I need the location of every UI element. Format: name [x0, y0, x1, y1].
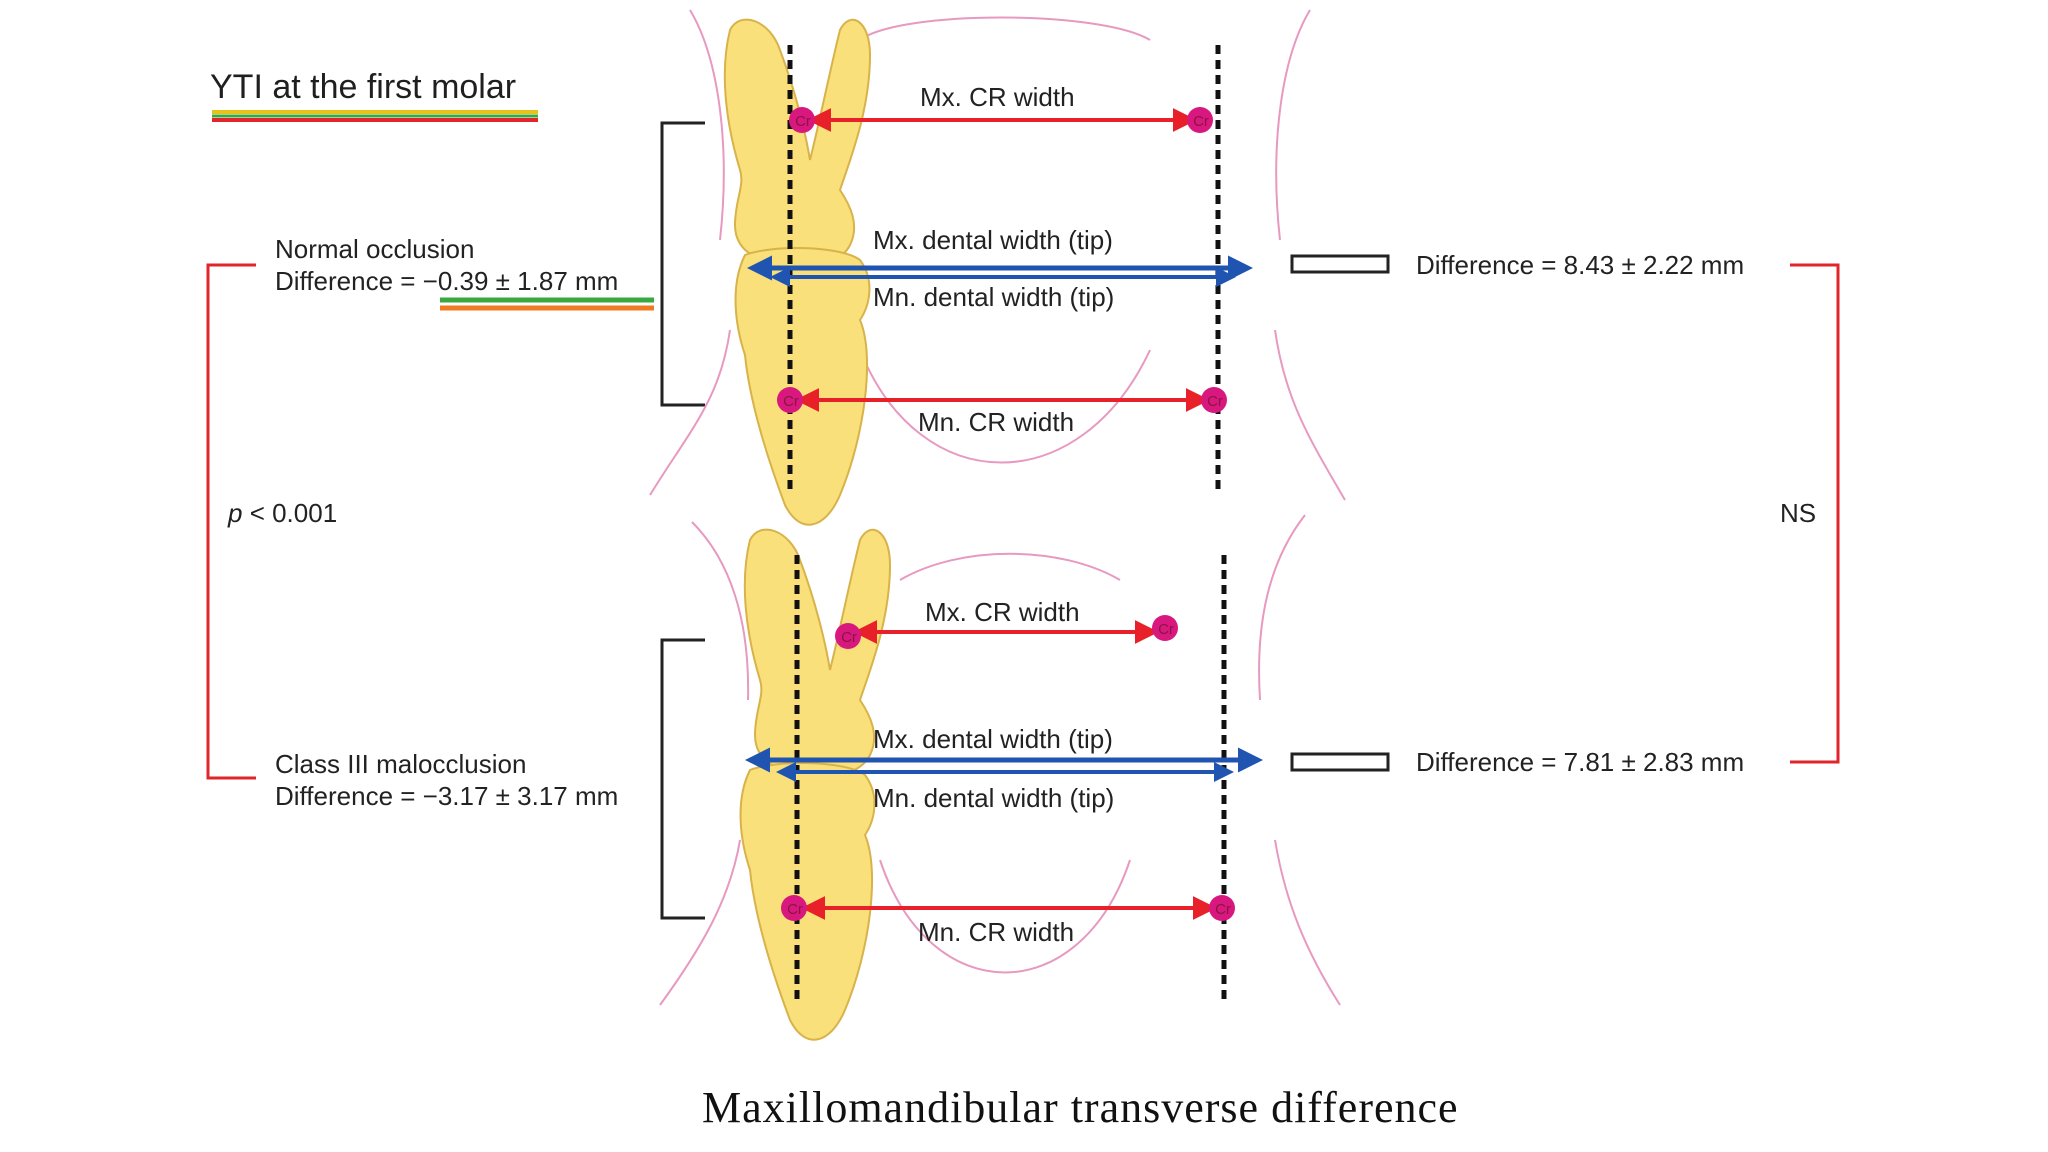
cr-marker: Cr — [1193, 113, 1209, 130]
cr-marker: Cr — [787, 901, 803, 918]
title-underline — [212, 110, 538, 122]
mx-dental-width-label: Mx. dental width (tip) — [873, 225, 1113, 255]
cr-marker: Cr — [783, 393, 799, 410]
normal-width-difference: Difference = 8.43 ± 2.22 mm — [1416, 250, 1745, 280]
cr-marker: Cr — [1215, 901, 1231, 918]
equals-sign-class-iii — [1290, 752, 1390, 772]
normal-occlusion-diagram — [649, 9, 1346, 526]
mx-cr-width-label: Mx. CR width — [925, 597, 1080, 627]
class-iii-bracket — [660, 638, 705, 920]
equals-sign-normal — [1290, 254, 1390, 274]
p-symbol: p — [228, 498, 243, 528]
mn-dental-width-label: Mn. dental width (tip) — [873, 282, 1115, 312]
p-value-label: p < 0.001 — [228, 498, 337, 529]
mn-cr-width-label: Mn. CR width — [918, 407, 1075, 437]
cr-marker: Cr — [795, 113, 811, 130]
mx-cr-width-label: Mx. CR width — [920, 82, 1075, 112]
class-iii-width-difference: Difference = 7.81 ± 2.83 mm — [1416, 747, 1745, 777]
cr-marker: Cr — [1207, 393, 1223, 410]
normal-occlusion-bracket — [660, 121, 705, 407]
normal-occlusion-difference: Difference = −0.39 ± 1.87 mm — [275, 266, 618, 297]
mx-dental-width-label: Mx. dental width (tip) — [873, 724, 1113, 754]
mn-dental-width-label: Mn. dental width (tip) — [873, 783, 1115, 813]
left-significance-bracket — [206, 263, 256, 780]
value-underline — [440, 297, 654, 311]
class-iii-difference: Difference = −3.17 ± 3.17 mm — [275, 781, 619, 811]
mn-cr-width-label: Mn. CR width — [918, 917, 1075, 947]
class-iii-label: Class III malocclusion — [275, 749, 527, 779]
normal-occlusion-label: Normal occlusion — [275, 234, 475, 264]
difference-value: −0.39 ± 1.87 mm — [422, 266, 619, 296]
page-title: YTI at the first molar — [210, 68, 517, 106]
difference-prefix: Difference = — [275, 266, 423, 296]
class-iii-diagram — [659, 514, 1341, 1041]
cr-marker: Cr — [841, 629, 857, 646]
figure-caption: Maxillomandibular transverse difference — [702, 1083, 1459, 1132]
cr-marker: Cr — [1158, 621, 1174, 638]
right-significance-bracket — [1790, 263, 1840, 764]
p-threshold: < 0.001 — [242, 498, 338, 528]
ns-label: NS — [1780, 498, 1817, 528]
